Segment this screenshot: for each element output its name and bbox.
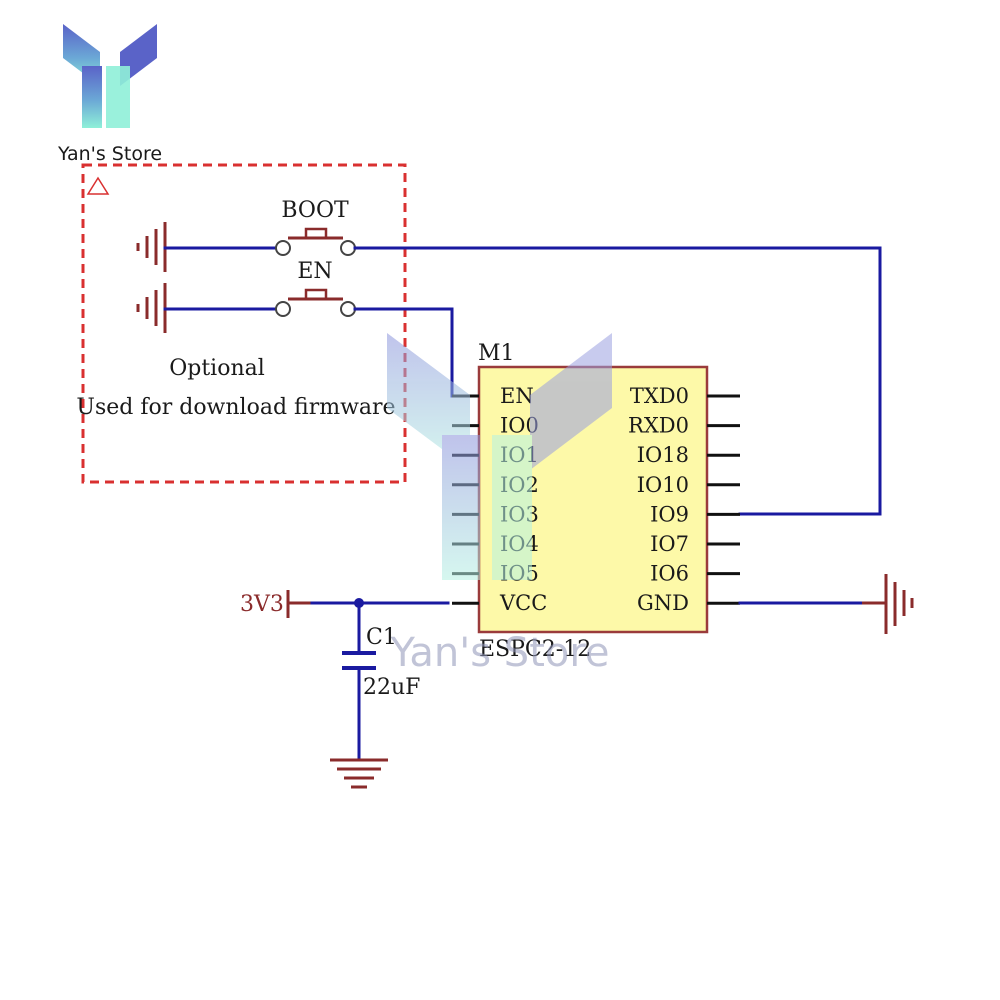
wire-boot-to-io9 xyxy=(353,246,882,516)
pin-label-en: EN xyxy=(500,384,534,408)
store-logo-text: Yan's Store xyxy=(57,143,162,165)
ground-symbol-en xyxy=(136,283,167,333)
store-logo-mark xyxy=(63,24,157,128)
pin-label-io10: IO10 xyxy=(637,473,689,497)
watermark-text: Yan's Store xyxy=(389,630,609,676)
boot-button-switch: BOOT xyxy=(163,198,356,256)
optional-description: Used for download firmware xyxy=(76,395,395,420)
store-logo: Yan's Store xyxy=(57,24,162,165)
ground-symbol-right xyxy=(884,574,914,634)
pin-label-gnd: GND xyxy=(637,591,689,615)
optional-region-border xyxy=(81,163,407,484)
capacitor-value-label: 22uF xyxy=(363,675,420,700)
watermark: Yan's Store xyxy=(387,333,612,676)
power-label-3v3: 3V3 xyxy=(240,592,284,617)
warning-triangle-icon xyxy=(86,176,110,195)
en-button-switch: EN xyxy=(163,259,356,317)
pin-label-io9: IO9 xyxy=(650,502,689,526)
pin-label-io6: IO6 xyxy=(650,562,689,586)
optional-label: Optional xyxy=(169,356,265,381)
en-button-label: EN xyxy=(297,259,332,284)
pin-label-io18: IO18 xyxy=(637,443,689,467)
pin-label-rxd0: RXD0 xyxy=(628,414,689,438)
module-part-label: ESPC2-12 xyxy=(479,637,591,662)
boot-button-label: BOOT xyxy=(281,198,349,223)
pin-label-txd0: TXD0 xyxy=(630,384,689,408)
watermark-logo-mark xyxy=(387,333,612,580)
pin-label-io7: IO7 xyxy=(650,532,689,556)
capacitor-ref-label: C1 xyxy=(366,625,397,650)
ground-symbol-capacitor xyxy=(330,758,388,789)
module-ref-label: M1 xyxy=(478,341,515,366)
pin-label-vcc: VCC xyxy=(499,591,547,615)
ground-symbol-boot xyxy=(136,222,167,272)
